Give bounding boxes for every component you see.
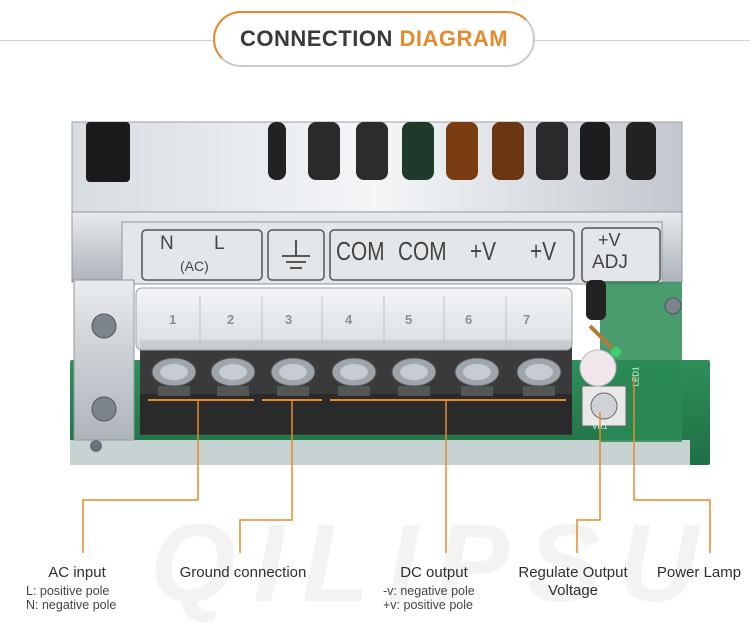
com2-text: COM [398, 236, 447, 266]
terminal-number-2: 2 [227, 312, 235, 327]
ac-input-sub2: N: negative pole [26, 598, 117, 612]
title-part-2: DIAGRAM [399, 26, 509, 51]
vent-cage [71, 121, 683, 218]
ac-l-text: L [214, 233, 225, 254]
power-lamp-label: Power Lamp [656, 564, 742, 581]
led-lamp [579, 349, 617, 387]
lamp-leader-line [633, 376, 711, 553]
terminal-number-3: 3 [285, 312, 293, 327]
terminal-number-6: 6 [465, 312, 473, 327]
dc-label-box [329, 229, 575, 281]
ground-leader-line [239, 400, 293, 553]
dc-output-sub2: +v: positive pole [383, 598, 473, 612]
terminal-screws [151, 357, 562, 387]
terminal-number-5: 5 [405, 312, 413, 327]
terminal-number-7: 7 [523, 312, 531, 327]
ac-leader-line [82, 400, 199, 553]
ac-label-box [141, 229, 263, 281]
dc-output-sub1: -v: negative pole [383, 584, 475, 598]
ground-label-box [267, 229, 325, 281]
terminal-number-1: 1 [169, 312, 177, 327]
regulate-label-1: Regulate Output [518, 564, 628, 581]
page-title: CONNECTION DIAGRAM [213, 11, 535, 67]
ac-input-label: AC input [48, 564, 106, 581]
header-pill [213, 11, 535, 67]
v2-text: +V [530, 236, 557, 266]
ac-text: (AC) [180, 258, 209, 274]
adj-text: ADJ [592, 252, 628, 273]
regulate-leader-line [576, 412, 601, 553]
ac-n-text: N [160, 233, 174, 254]
com1-text: COM [336, 236, 385, 266]
terminal-number-4: 4 [345, 312, 353, 327]
ground-icon [282, 240, 310, 269]
watermark-bottom: QILIPSU [150, 502, 717, 625]
regulate-label-2: Voltage [547, 582, 599, 599]
ground-label: Ground connection [179, 564, 307, 581]
adj-v-text: +V [598, 230, 621, 250]
title-part-1: CONNECTION [239, 26, 393, 51]
header-pill-accent [213, 11, 535, 67]
ac-input-sub1: L: positive pole [26, 584, 110, 598]
v1-text: +V [470, 236, 497, 266]
dc-output-label: DC output [400, 564, 468, 581]
terminal-cover [135, 287, 573, 351]
